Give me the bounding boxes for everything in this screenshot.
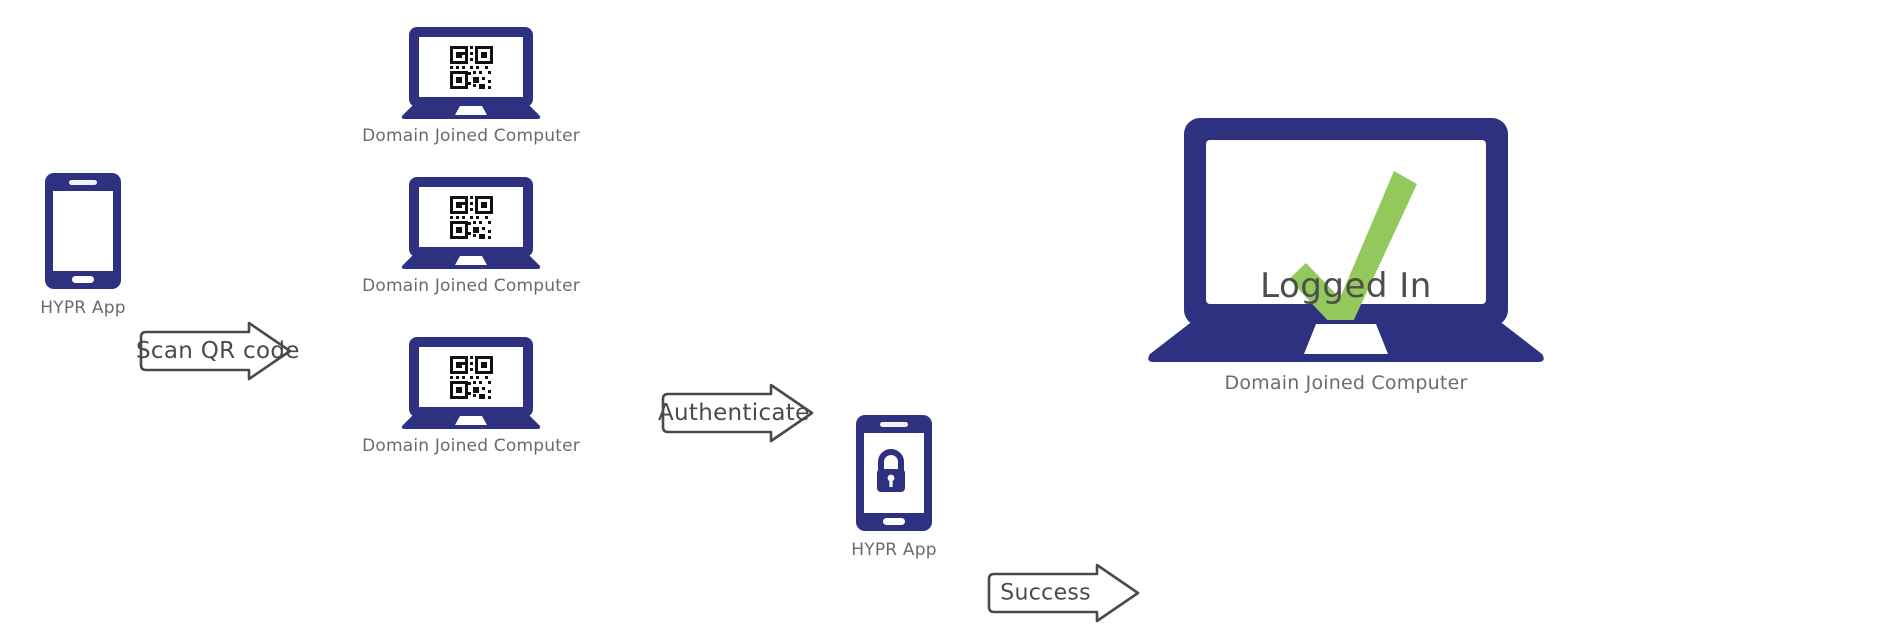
- node-computer-middle-label: Domain Joined Computer: [362, 276, 580, 296]
- qr-code-glyph: [450, 196, 493, 239]
- node-computer-top: Domain Joined Computer: [362, 26, 580, 146]
- node-phone-auth: HYPR App: [851, 414, 937, 560]
- smartphone-unlocked-padlock-icon: [856, 415, 932, 531]
- arrow-right-outline-icon: [139, 321, 292, 381]
- node-computer-bottom-label: Domain Joined Computer: [362, 436, 580, 456]
- checkmark-glyph: [1289, 171, 1417, 339]
- node-computer-middle: Domain Joined Computer: [362, 176, 580, 296]
- node-computer-top-label: Domain Joined Computer: [362, 126, 580, 146]
- node-phone-start-label: HYPR App: [40, 298, 126, 318]
- qr-code-glyph: [450, 46, 493, 89]
- padlock-open-glyph: [877, 449, 905, 492]
- laptop-green-checkmark-icon: [1148, 118, 1544, 362]
- arrow-right-outline-icon: [987, 563, 1140, 623]
- laptop-qr-code-icon: [401, 177, 541, 269]
- smartphone-blank-screen-icon: [45, 173, 121, 289]
- node-computer-logged-in: Logged In Domain Joined Computer: [1144, 116, 1548, 394]
- laptop-qr-code-icon: [401, 27, 541, 119]
- arrow-success: Success: [984, 562, 1142, 624]
- logged-in-screen-text: Logged In: [1260, 266, 1432, 306]
- node-phone-auth-label: HYPR App: [851, 540, 937, 560]
- arrow-scan-qr-code: Scan QR code: [136, 320, 299, 382]
- node-phone-start: HYPR App: [40, 172, 126, 318]
- arrow-right-outline-icon: [661, 383, 814, 443]
- arrow-authenticate: Authenticate: [658, 382, 816, 444]
- node-computer-bottom: Domain Joined Computer: [362, 336, 580, 456]
- diagram-canvas: HYPR App Scan QR code: [40, 26, 1548, 623]
- laptop-qr-code-icon: [401, 337, 541, 429]
- node-computer-logged-in-label: Domain Joined Computer: [1224, 372, 1468, 394]
- qr-code-glyph: [450, 356, 493, 399]
